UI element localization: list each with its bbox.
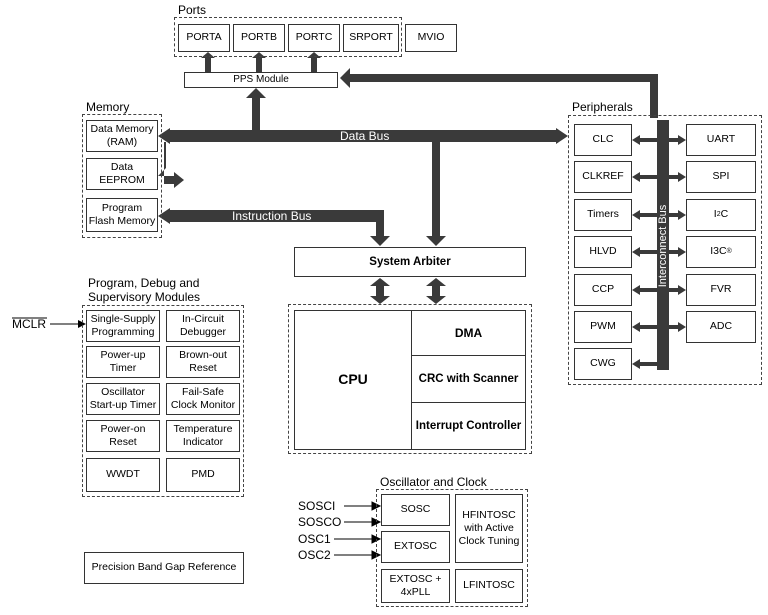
data-bus [158, 128, 568, 144]
wwdt-box: WWDT [86, 458, 160, 492]
arrow-arbiter-dma [426, 278, 446, 304]
interconnect-spokes-right [669, 135, 686, 332]
program-flash-box: Program Flash Memory [86, 198, 158, 232]
fail-safe-clock-monitor-box: Fail-Safe Clock Monitor [166, 383, 240, 415]
clkref-box: CLKREF [574, 161, 632, 193]
osc1-label: OSC1 [298, 532, 331, 546]
portc-box: PORTC [288, 24, 340, 52]
peripherals-group [568, 115, 762, 385]
sosco-label: SOSCO [298, 515, 342, 529]
data-bus-to-arbiter [426, 142, 446, 246]
i2c-label-tail: C [720, 208, 729, 221]
i3c-label-main: I3C [710, 245, 727, 258]
brown-out-reset-box: Brown-out Reset [166, 346, 240, 378]
data-bus-label: Data Bus [340, 129, 390, 143]
hfintosc-box: HFINTOSC with Active Clock Tuning [455, 494, 523, 563]
oscillator-group [376, 489, 528, 607]
in-circuit-debugger-box: In-Circuit Debugger [166, 310, 240, 342]
arrow-arbiter-cpu [370, 278, 390, 304]
sosci-label: SOSCI [298, 499, 336, 513]
data-memory-box: Data Memory (RAM) [86, 120, 158, 152]
memory-group-title: Memory [86, 100, 130, 114]
oscillator-startup-timer-box: Oscillator Start-up Timer [86, 383, 160, 415]
dma-box: DMA [411, 310, 526, 356]
ccp-box: CCP [574, 274, 632, 306]
ports-group [174, 17, 402, 57]
pps-module-box: PPS Module [184, 72, 338, 88]
uart-box: UART [686, 124, 756, 156]
i2c-label-sup: 2 [716, 210, 721, 218]
instruction-bus [158, 208, 390, 246]
core-group [288, 304, 532, 454]
arrow-pps-porta [201, 52, 215, 72]
crc-box: CRC with Scanner [411, 355, 526, 403]
osc2-label: OSC2 [298, 548, 331, 562]
memory-group [82, 114, 162, 238]
i2c-label-main: I [713, 208, 717, 221]
arrow-pps-portb [252, 52, 266, 72]
lfintosc-box: LFINTOSC [455, 569, 523, 603]
supervisory-group-title: Program, Debug and Supervisory Modules [88, 276, 201, 305]
clc-box: CLC [574, 124, 632, 156]
power-up-timer-box: Power-up Timer [86, 346, 160, 378]
peripherals-group-title: Peripherals [572, 100, 633, 114]
spi-box: SPI [686, 161, 756, 193]
sosc-box: SOSC [381, 494, 450, 526]
data-bus-to-pps [246, 88, 266, 130]
supervisory-group [82, 305, 244, 497]
interrupt-controller-box: Interrupt Controller [411, 402, 526, 450]
mclr-label: MCLR [12, 317, 47, 331]
portb-box: PORTB [233, 24, 285, 52]
ports-group-title: Ports [178, 3, 207, 17]
power-on-reset-box: Power-on Reset [86, 420, 160, 452]
arrow-pps-portc [307, 52, 321, 72]
cpu-box: CPU [294, 310, 412, 450]
band-gap-reference-box: Precision Band Gap Reference [84, 552, 244, 584]
osc-input-arrows [334, 501, 382, 560]
porta-box: PORTA [178, 24, 230, 52]
interconnect-bus [657, 120, 669, 370]
extosc-box: EXTOSC [381, 531, 450, 563]
system-arbiter-box: System Arbiter [294, 247, 526, 277]
hlvd-box: HLVD [574, 236, 632, 268]
cwg-box: CWG [574, 348, 632, 380]
pmd-box: PMD [166, 458, 240, 492]
data-eeprom-box: Data EEPROM [86, 158, 158, 190]
adc-box: ADC [686, 311, 756, 343]
temperature-indicator-box: Temperature Indicator [166, 420, 240, 452]
extosc-pll-box: EXTOSC + 4xPLL [381, 569, 450, 603]
i3c-label-sup: ® [726, 247, 732, 255]
fvr-box: FVR [686, 274, 756, 306]
instruction-bus-label: Instruction Bus [232, 209, 312, 223]
i3c-box: I3C® [686, 236, 756, 268]
single-supply-programming-box: Single-Supply Programming [86, 310, 160, 342]
oscillator-group-title: Oscillator and Clock [380, 475, 487, 489]
timers-box: Timers [574, 199, 632, 231]
interconnect-spokes-left [632, 135, 657, 369]
mvio-box: MVIO [405, 24, 457, 52]
data-bus-eeprom [158, 142, 184, 188]
bus-peripherals-to-pps [340, 68, 658, 118]
pwm-box: PWM [574, 311, 632, 343]
srport-box: SRPORT [343, 24, 399, 52]
